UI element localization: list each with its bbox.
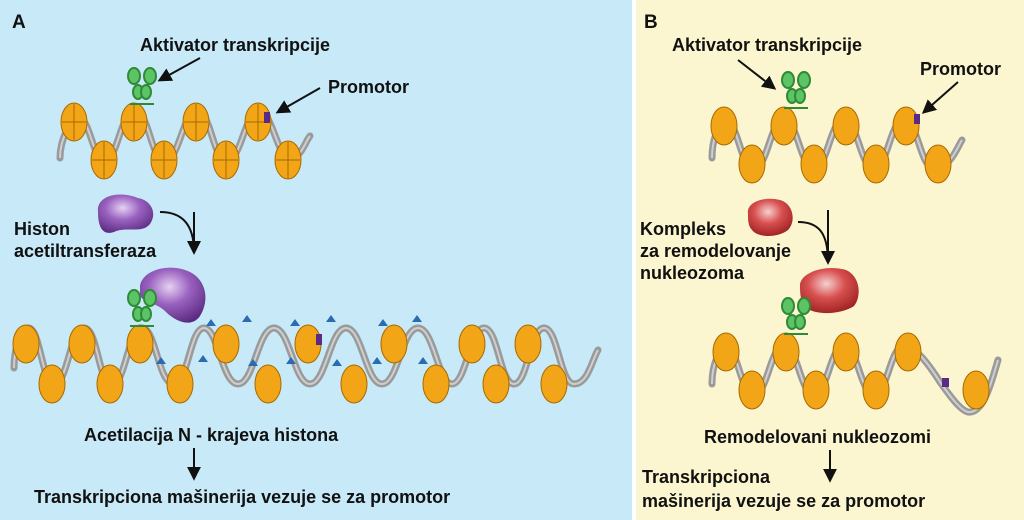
outcome-label-b-line2: mašinerija vezuje se za promotor <box>642 491 926 511</box>
nucleosome <box>802 370 830 410</box>
nucleosome <box>212 324 240 364</box>
pointer-arrow <box>157 57 201 82</box>
nucleosome <box>772 332 800 372</box>
pointer-arrow <box>275 87 321 114</box>
nucleosome <box>924 144 952 184</box>
nucleosome <box>126 324 154 364</box>
nucleosome <box>96 364 124 404</box>
remodeling-complex-icon <box>800 267 859 314</box>
nucleosome <box>340 364 368 404</box>
chromatin-b-top <box>708 71 966 184</box>
nucleosome <box>12 324 40 364</box>
pointer-arrow <box>737 59 777 90</box>
remodeling-label-line2: za remodelovanje <box>640 241 792 261</box>
nucleosome <box>738 370 766 410</box>
hat-enzyme-icon <box>97 194 154 233</box>
chromatin-a-top <box>56 67 314 180</box>
panel-a <box>0 0 632 520</box>
activator-icon <box>781 297 811 335</box>
remodeling-complex-icon <box>747 198 793 236</box>
activator-icon <box>781 71 811 109</box>
nucleosome <box>832 106 860 146</box>
process-arrow <box>797 221 835 265</box>
remodeled-label: Remodelovani nukleozomi <box>704 427 932 447</box>
nucleosome <box>962 370 990 410</box>
nucleosome <box>738 144 766 184</box>
activator-label: Aktivator transkripcije <box>140 35 331 55</box>
promoter-label-b: Promotor <box>920 59 1001 79</box>
remodeling-label-line1: Kompleks <box>640 219 727 239</box>
nucleosome <box>182 102 210 142</box>
activator-icon <box>127 289 157 327</box>
nucleosome <box>710 106 738 146</box>
nucleosome <box>862 370 890 410</box>
nucleosome <box>38 364 66 404</box>
promoter-mark <box>942 378 949 387</box>
promoter-label: Promotor <box>328 77 409 97</box>
nucleosome <box>150 140 178 180</box>
remodeling-label-line3: nukleozoma <box>640 263 745 283</box>
outcome-label-a: Transkripciona mašinerija vezuje se za p… <box>34 487 451 507</box>
nucleosome <box>120 102 148 142</box>
nucleosome <box>540 364 568 404</box>
process-arrow <box>159 211 201 255</box>
nucleosome <box>892 106 920 146</box>
nucleosome <box>274 140 302 180</box>
nucleosome <box>68 324 96 364</box>
promoter-mark <box>914 114 920 124</box>
nucleosome <box>422 364 450 404</box>
activator-label-b: Aktivator transkripcije <box>672 35 863 55</box>
nucleosome <box>800 144 828 184</box>
promoter-mark <box>316 334 322 345</box>
nucleosome <box>458 324 486 364</box>
chromatin-b-bottom <box>708 297 1002 416</box>
nucleosome <box>770 106 798 146</box>
nucleosome <box>862 144 890 184</box>
nucleosome <box>60 102 88 142</box>
nucleosome <box>90 140 118 180</box>
nucleosome <box>514 324 542 364</box>
promoter-mark <box>264 112 270 123</box>
panel-a-letter: A <box>12 12 26 33</box>
hat-label-line2: acetiltransferaza <box>14 241 157 261</box>
acetylation-label: Acetilacija N - krajeva histona <box>84 425 339 445</box>
panel-b-letter: B <box>644 12 658 33</box>
activator-icon <box>127 67 157 105</box>
nucleosome <box>254 364 282 404</box>
nucleosome <box>166 364 194 404</box>
hat-label-line1: Histon <box>14 219 70 239</box>
nucleosome <box>482 364 510 404</box>
nucleosome <box>894 332 922 372</box>
acetyl-marks <box>156 315 428 366</box>
outcome-label-b-line1: Transkripciona <box>642 467 771 487</box>
hat-enzyme-icon <box>140 267 206 323</box>
nucleosome <box>832 332 860 372</box>
chromatin-a-bottom <box>10 289 602 404</box>
nucleosome <box>380 324 408 364</box>
pointer-arrow <box>921 81 959 114</box>
nucleosome <box>212 140 240 180</box>
nucleosome <box>712 332 740 372</box>
